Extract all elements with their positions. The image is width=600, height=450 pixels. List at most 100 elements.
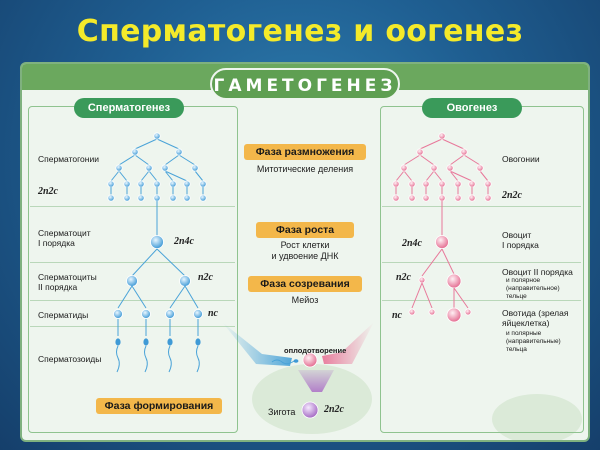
formula-ootid: nc (392, 310, 402, 321)
spermatogonium-cell (191, 164, 199, 172)
zygote-formula: 2n2c (324, 404, 344, 415)
lineage-link (463, 154, 481, 166)
formula-spermatogonia: 2n2c (38, 186, 58, 197)
phase-growth: Фаза роста (256, 222, 354, 238)
panel-title: ГАМЕТОГЕНЕЗ (210, 68, 400, 100)
oogonium-cell (392, 180, 400, 188)
oogonium-cell (484, 194, 492, 202)
spermatozoon-head (195, 338, 201, 346)
lineage-link (403, 170, 413, 182)
egg-column-header: Овогенез (422, 98, 522, 118)
zygote-label: Зигота (268, 407, 296, 417)
slide-title: Сперматогенез и оогенез (76, 14, 524, 49)
lineage-link (164, 170, 188, 182)
spermatogonium-cell (107, 194, 115, 202)
formula-spermatocyte-1: 2n4c (174, 236, 194, 247)
stage-divider (30, 206, 235, 207)
ootid-egg (446, 307, 462, 323)
oogonium-cell (484, 180, 492, 188)
lineage-link (419, 154, 435, 166)
egg-beam-arrow (322, 322, 374, 364)
primary-oocyte (435, 235, 449, 249)
phase-maturation: Фаза созревания (248, 276, 362, 292)
secondary-spermatocyte (179, 275, 191, 287)
spermatogonium-cell (175, 148, 183, 156)
lineage-link (425, 170, 435, 182)
spermatogonium-cell (199, 180, 207, 188)
polar-body (408, 308, 416, 316)
polar-body (464, 308, 472, 316)
stage-label-spermatogonia: Сперматогонии (38, 154, 99, 164)
lineage-link (433, 170, 443, 182)
secondary-spermatocyte (126, 275, 138, 287)
spermatogonium-cell (169, 194, 177, 202)
lineage-link (148, 170, 158, 182)
oogonium-cell (422, 194, 430, 202)
fertilizing-sperm-head (293, 359, 299, 363)
stage-sub-ootid: и полярные (направительные) тельца (506, 330, 561, 353)
phase-reproduction-desc: Митотические деления (256, 164, 354, 174)
spermatogonium-cell (153, 180, 161, 188)
stage-divider (30, 262, 235, 263)
stage-label-oocyte-1: Овоцит I порядка (502, 230, 539, 250)
phase-maturation-desc: Мейоз (291, 295, 319, 305)
zygote-arrow (298, 370, 334, 392)
lineage-link (441, 248, 455, 275)
stage-divider (382, 206, 581, 207)
oogonium-cell (438, 132, 446, 140)
oogenesis-lineage (392, 132, 492, 323)
oogonium-cell (454, 194, 462, 202)
spermatogonium-cell (153, 194, 161, 202)
fertilizing-sperm (271, 359, 295, 365)
lineage-link (184, 285, 199, 309)
polar-body (418, 276, 426, 284)
lineage-link (479, 170, 489, 182)
spermatogonium-cell (137, 194, 145, 202)
lineage-link (134, 154, 150, 166)
spermatogonium-cell (169, 180, 177, 188)
formula-spermatocyte-2: n2c (198, 272, 213, 283)
fertilization-label: оплодотворение (284, 346, 347, 355)
gametogenesis-panel: Сперматогенез Овогенез ГАМЕТОГЕНЕЗ (20, 62, 590, 442)
lineage-link (441, 138, 465, 150)
spermatid-cell (193, 309, 203, 319)
stage-label-ootid: Овотида (зрелая яйцеклетка) (502, 308, 569, 328)
spermatogonium-cell (145, 164, 153, 172)
spermatogonium-cell (153, 132, 161, 140)
oogonium-cell (468, 194, 476, 202)
spermatogonium-cell (131, 148, 139, 156)
phase-growth-desc: Рост клетки и удвоение ДНК (271, 240, 339, 261)
stage-label-oogonia: Овогонии (502, 154, 540, 164)
oogonium-cell (392, 194, 400, 202)
stage-label-oocyte-2: Овоцит II порядка (502, 267, 573, 277)
lineage-link (118, 170, 128, 182)
lineage-link (421, 248, 443, 277)
spermatogonium-cell (123, 194, 131, 202)
spermatogonium-cell (137, 180, 145, 188)
oogonium-cell (430, 164, 438, 172)
lineage-link (403, 154, 421, 166)
stage-label-spermatids: Сперматиды (38, 310, 89, 320)
spermatozoon-head (143, 338, 149, 346)
zygote-cell (301, 401, 319, 419)
spermatogonium-cell (161, 164, 169, 172)
lineage-link (118, 154, 136, 166)
stage-label-spermatocyte-1: Сперматоцит I порядка (38, 228, 91, 248)
lineage-link (156, 248, 186, 277)
lineage-link (411, 282, 423, 309)
spermatozoon-tail (144, 345, 148, 373)
lineage-link (194, 170, 204, 182)
oogonium-cell (422, 180, 430, 188)
stage-label-spermatocyte-2: Сперматоциты II порядка (38, 272, 97, 292)
stage-label-spermatozoa: Сперматозоиды (38, 354, 102, 364)
stage-divider (382, 262, 581, 263)
oogonium-cell (408, 180, 416, 188)
spermatogonium-cell (107, 180, 115, 188)
spermatogonium-cell (123, 180, 131, 188)
formula-oocyte-1: 2n4c (402, 238, 422, 249)
lineage-link (134, 138, 158, 150)
lineage-link (395, 170, 405, 182)
stage-divider (30, 326, 235, 327)
lineage-link (453, 287, 469, 309)
lineage-link (164, 170, 174, 182)
